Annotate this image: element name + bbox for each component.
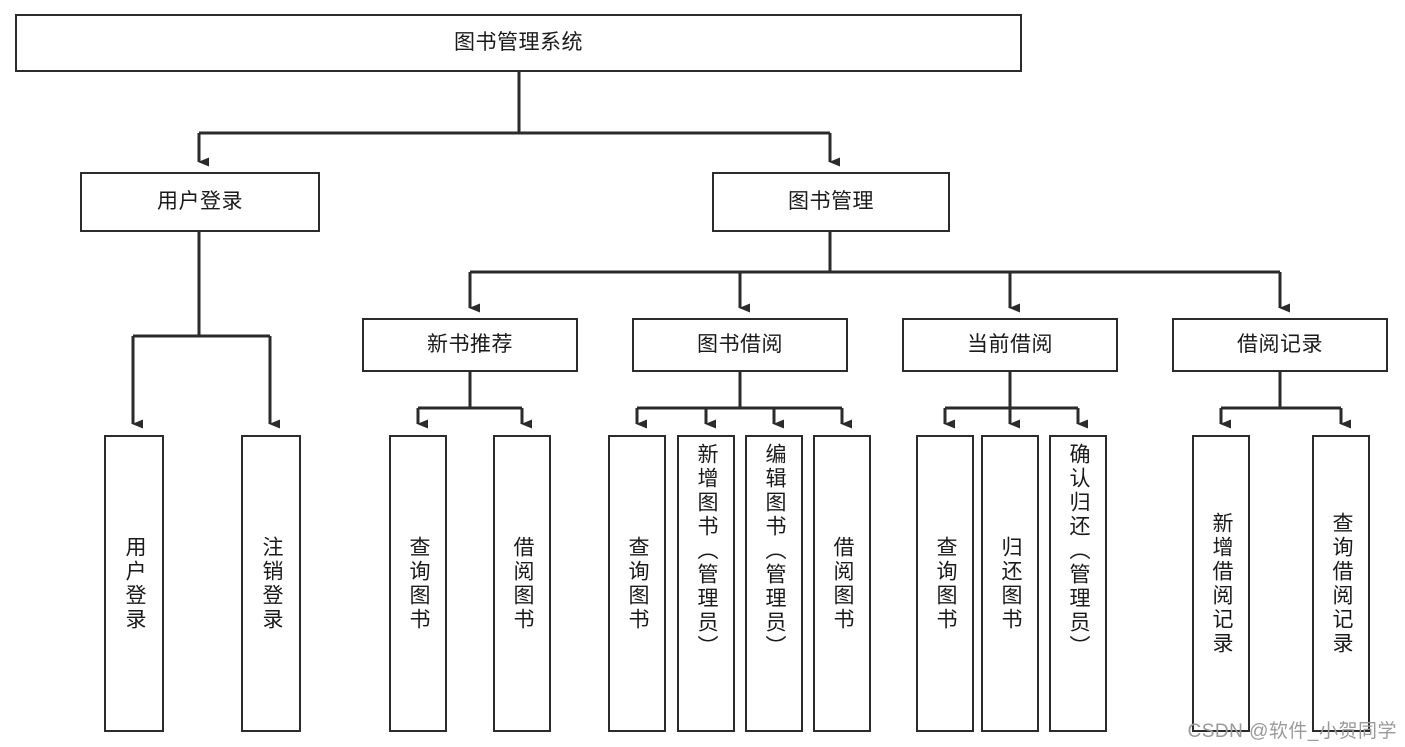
leaf-logout-login[interactable]: 注销登录 <box>241 435 301 732</box>
node-user-login-label: 用户登录 <box>157 189 243 213</box>
node-new-book-recommend[interactable]: 新书推荐 <box>362 318 578 372</box>
leaf-edit-book[interactable]: 编辑图书（管理员） <box>745 435 803 732</box>
node-book-management-label: 图书管理 <box>788 189 874 213</box>
node-root-label: 图书管理系统 <box>454 30 583 54</box>
node-current-borrow[interactable]: 当前借阅 <box>902 318 1118 372</box>
watermark: CSDN @软件_小贺同学 <box>1187 721 1397 742</box>
node-new-book-recommend-label: 新书推荐 <box>427 332 513 356</box>
leaf-query-record-label: 查询借阅记录 <box>1330 511 1354 656</box>
leaf-logout-login-label: 注销登录 <box>260 535 284 632</box>
node-book-management[interactable]: 图书管理 <box>712 172 950 232</box>
leaf-query-book-2[interactable]: 查询图书 <box>608 435 666 732</box>
leaf-user-login-label: 用户登录 <box>123 535 147 632</box>
node-borrow-record[interactable]: 借阅记录 <box>1172 318 1388 372</box>
leaf-borrow-book-1-label: 借阅图书 <box>511 535 535 632</box>
leaf-user-login[interactable]: 用户登录 <box>104 435 164 732</box>
leaf-borrow-book-1[interactable]: 借阅图书 <box>493 435 551 732</box>
leaf-query-book-3[interactable]: 查询图书 <box>916 435 974 732</box>
leaf-add-book[interactable]: 新增图书（管理员） <box>677 435 735 732</box>
leaf-add-record-label: 新增借阅记录 <box>1210 511 1234 656</box>
node-root[interactable]: 图书管理系统 <box>15 14 1022 72</box>
leaf-confirm-return[interactable]: 确认归还（管理员） <box>1049 435 1107 732</box>
leaf-add-book-label: 新增图书（管理员） <box>695 443 719 659</box>
leaf-add-record[interactable]: 新增借阅记录 <box>1192 435 1250 732</box>
leaf-query-book-1[interactable]: 查询图书 <box>389 435 447 732</box>
leaf-borrow-book-2[interactable]: 借阅图书 <box>813 435 871 732</box>
node-current-borrow-label: 当前借阅 <box>967 332 1053 356</box>
leaf-query-book-3-label: 查询图书 <box>934 535 958 632</box>
leaf-borrow-book-2-label: 借阅图书 <box>831 535 855 632</box>
leaf-confirm-return-label: 确认归还（管理员） <box>1067 443 1091 659</box>
node-book-borrow-label: 图书借阅 <box>697 332 783 356</box>
leaf-return-book[interactable]: 归还图书 <box>981 435 1039 732</box>
leaf-query-book-1-label: 查询图书 <box>407 535 431 632</box>
leaf-query-book-2-label: 查询图书 <box>626 535 650 632</box>
leaf-query-record[interactable]: 查询借阅记录 <box>1312 435 1370 732</box>
node-borrow-record-label: 借阅记录 <box>1237 332 1323 356</box>
node-user-login[interactable]: 用户登录 <box>80 172 320 232</box>
leaf-return-book-label: 归还图书 <box>999 535 1023 632</box>
node-book-borrow[interactable]: 图书借阅 <box>632 318 848 372</box>
leaf-edit-book-label: 编辑图书（管理员） <box>763 443 787 659</box>
